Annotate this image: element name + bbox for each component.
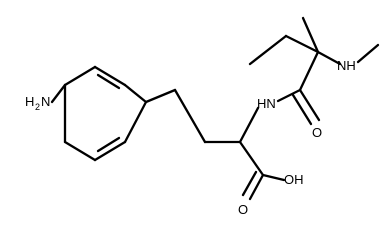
ethyl-linker (144, 88, 242, 144)
acid-double-bond-inner (241, 170, 258, 197)
amine-subscript-label: 2 (35, 102, 40, 112)
ring-inner-double-bond (96, 73, 121, 90)
alpha-to-beta-bond (298, 50, 320, 92)
cyclohexadiene-ring (50, 65, 148, 162)
carbonyl-double-bond-inner (291, 93, 313, 126)
amine-n-label: N (41, 94, 50, 109)
sec-butyl-group (248, 16, 320, 92)
acid-oh-bond (261, 173, 286, 182)
amide-group (238, 88, 321, 144)
nh-to-carbonyl-bond (276, 88, 302, 103)
alpha-to-nh-bond (238, 106, 260, 144)
ring-bond (123, 83, 148, 104)
beta-to-ethyl-bond (284, 34, 320, 54)
acid-hydroxyl-label: OH (284, 172, 304, 187)
chemical-structure-diagram: H 2 N HN NH O OH O (25, 16, 380, 217)
amide-nh-label: HN (257, 96, 276, 111)
ring-bond (93, 65, 127, 87)
alpha-to-nhme-bond (316, 50, 342, 66)
ring-bond (93, 140, 127, 162)
carbonyl-double-bond (298, 88, 321, 122)
methylamino-nh-label: NH (337, 58, 356, 73)
ring-bond (63, 65, 97, 87)
acid-double-bond (248, 173, 265, 201)
ethyl-bond (248, 34, 288, 66)
amine-label: H 2 N (25, 94, 50, 112)
nhme-methyl-bond (356, 43, 380, 64)
carboxylic-acid-group (238, 140, 286, 201)
amine-h-label: H (25, 94, 34, 109)
ring-bond (123, 100, 148, 144)
ring-inner-double-bond (96, 136, 121, 153)
chain-bond (173, 88, 207, 144)
chain-bond (144, 88, 177, 104)
acid-bond (238, 140, 265, 177)
ring-bond (63, 140, 97, 162)
methylamino-group (316, 43, 380, 66)
carbonyl-oxygen-label: O (312, 125, 322, 140)
ring-bond (50, 83, 67, 104)
acid-oxygen-label: O (238, 202, 248, 217)
beta-to-methyl-bond (301, 16, 320, 54)
